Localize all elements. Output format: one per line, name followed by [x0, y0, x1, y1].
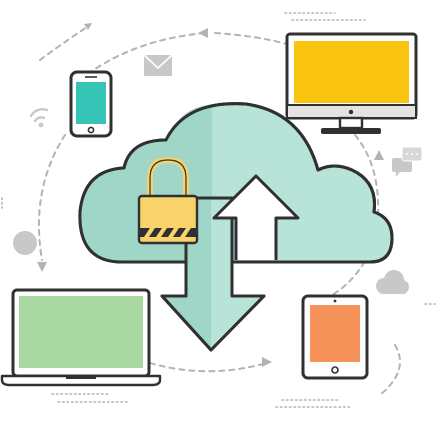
tablet-icon: [301, 294, 369, 380]
decorative-gray-dot: [13, 231, 37, 255]
sync-cycle-arrowheads: [37, 23, 384, 367]
padlock-icon: [137, 156, 199, 245]
laptop-icon: [0, 288, 162, 387]
upload-arrow-icon: [212, 174, 300, 260]
envelope-icon: [143, 54, 173, 76]
smartphone-icon: [69, 70, 113, 138]
decorative-dotted-lines: [1, 12, 436, 408]
wifi-icon: [29, 107, 49, 128]
small-cloud-icon: [376, 270, 409, 294]
desktop-monitor-icon: [285, 32, 418, 134]
chat-bubble-icon: [392, 146, 423, 177]
